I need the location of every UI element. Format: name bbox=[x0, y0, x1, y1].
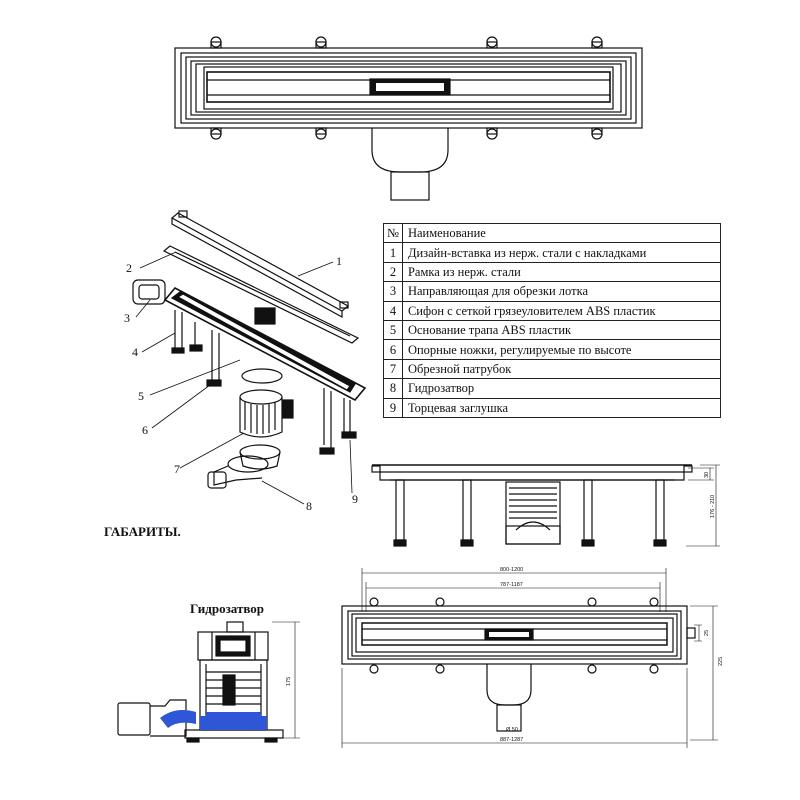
callout-7: 7 bbox=[174, 462, 180, 476]
row-name: Основание трапа ABS пластик bbox=[401, 319, 722, 341]
row-number: 2 bbox=[383, 261, 403, 283]
row-number: 3 bbox=[383, 281, 403, 302]
header-name: Наименование bbox=[401, 222, 722, 244]
table-row: 6 Опорные ножки, регулируемые по высоте bbox=[383, 339, 722, 360]
callout-numbers: 1 2 3 4 5 6 7 8 9 bbox=[124, 254, 358, 513]
dim-flange: 25 bbox=[704, 630, 710, 636]
table-header-row: № Наименование bbox=[383, 222, 722, 244]
dim-leg-range: 176 - 210 bbox=[710, 495, 716, 518]
callout-8: 8 bbox=[306, 499, 312, 513]
top-plan-view bbox=[174, 36, 643, 201]
water-fill bbox=[160, 710, 267, 730]
callout-5: 5 bbox=[138, 389, 144, 403]
row-name: Обрезной патрубок bbox=[401, 358, 722, 380]
table-row: 3 Направляющая для обрезки лотка bbox=[383, 281, 722, 302]
table-row: 5 Основание трапа ABS пластик bbox=[383, 319, 722, 341]
exploded-view bbox=[132, 210, 367, 505]
row-number: 5 bbox=[383, 319, 403, 341]
row-name: Дизайн-вставка из нерж. стали с накладка… bbox=[401, 242, 722, 263]
dim-side-height: 30 bbox=[704, 472, 710, 478]
callout-4: 4 bbox=[132, 345, 138, 359]
water-seal-heading: Гидрозатвор bbox=[190, 601, 265, 616]
table-row: 1 Дизайн-вставка из нерж. стали с наклад… bbox=[383, 242, 722, 263]
dim-seal-height: 175 bbox=[286, 677, 292, 686]
callout-2: 2 bbox=[126, 261, 132, 275]
table-row: 7 Обрезной патрубок bbox=[383, 358, 722, 380]
water-seal-section bbox=[117, 621, 300, 743]
row-number: 4 bbox=[383, 300, 403, 321]
row-name: Направляющая для обрезки лотка bbox=[401, 281, 722, 302]
dim-overall-length: 800-1200 bbox=[500, 567, 523, 573]
row-name: Сифон с сеткой грязеуловителем ABS пласт… bbox=[401, 300, 722, 321]
table-row: 4 Сифон с сеткой грязеуловителем ABS пла… bbox=[383, 300, 722, 321]
bottom-dimension-plan bbox=[341, 568, 718, 748]
row-name: Гидрозатвор bbox=[401, 378, 722, 399]
row-number: 9 bbox=[383, 397, 403, 418]
callout-6: 6 bbox=[142, 423, 148, 437]
dim-inner-length: 787-1187 bbox=[500, 582, 523, 588]
row-name: Опорные ножки, регулируемые по высоте bbox=[401, 339, 722, 360]
header-number: № bbox=[383, 222, 403, 244]
row-name: Рамка из нерж. стали bbox=[401, 261, 722, 283]
row-name: Торцевая заглушка bbox=[401, 397, 722, 418]
callout-3: 3 bbox=[124, 311, 130, 325]
table-row: 8 Гидрозатвор bbox=[383, 378, 722, 399]
dim-outlet-diameter: Ø 50 bbox=[506, 727, 518, 733]
row-number: 6 bbox=[383, 339, 403, 360]
dim-total-height: 225 bbox=[718, 657, 724, 666]
dim-base-length: 887-1287 bbox=[500, 737, 523, 743]
table-row: 9 Торцевая заглушка bbox=[383, 397, 722, 418]
callout-1: 1 bbox=[336, 254, 342, 268]
table-row: 2 Рамка из нерж. стали bbox=[383, 261, 722, 283]
row-number: 8 bbox=[383, 378, 403, 399]
row-number: 7 bbox=[383, 358, 403, 380]
row-number: 1 bbox=[383, 242, 403, 263]
callout-9: 9 bbox=[352, 492, 358, 506]
side-elevation bbox=[371, 464, 720, 547]
parts-table: № Наименование 1 Дизайн-вставка из нерж.… bbox=[383, 222, 722, 418]
dimensions-heading: ГАБАРИТЫ. bbox=[104, 524, 181, 539]
